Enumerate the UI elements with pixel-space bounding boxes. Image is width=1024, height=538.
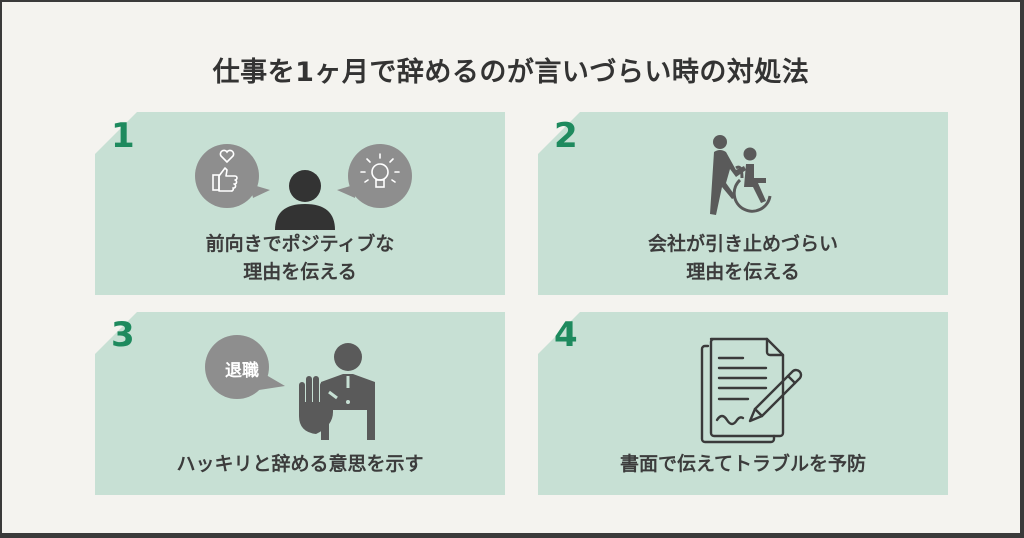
card-1-number: 1 xyxy=(111,116,135,156)
card-3-text-line1: ハッキリと辞める意思を示す xyxy=(176,453,424,475)
card-4-text-line1: 書面で伝えてトラブルを予防 xyxy=(619,453,867,475)
card-4: 書面で伝えてトラブルを予防 xyxy=(538,312,948,495)
card-3-number: 3 xyxy=(111,315,135,355)
card-2-text-line1: 会社が引き止めづらい xyxy=(647,233,838,255)
card-1-text-line1: 前向きでポジティブな xyxy=(205,233,395,255)
speech-bubble-text: 退職 xyxy=(225,361,259,381)
card-4-number: 4 xyxy=(554,315,578,355)
thumbs-up-heart-bubble-icon xyxy=(195,144,270,208)
card-2-number: 2 xyxy=(554,116,578,156)
document-with-pen-icon xyxy=(700,337,803,444)
card-3: 退職 ハッキリと辞める意思を示す xyxy=(95,312,505,495)
businessman-stop-hand-icon xyxy=(205,335,375,440)
card-1: 前向きでポジティブな 理由を伝える xyxy=(95,112,505,295)
speech-bubble-icon xyxy=(205,335,285,399)
person-icon xyxy=(275,170,335,230)
caregiver-wheelchair-icon xyxy=(710,135,772,215)
page-title: 仕事を1ヶ月で辞めるのが言いづらい時の対処法 xyxy=(212,57,810,88)
person-with-speech-bubbles-icon xyxy=(195,144,412,230)
businessman-icon xyxy=(321,343,375,440)
card-2: 会社が引き止めづらい 理由を伝える xyxy=(538,112,948,295)
card-2-text-line2: 理由を伝える xyxy=(686,261,800,283)
card-1-text-line2: 理由を伝える xyxy=(243,261,357,283)
lightbulb-bubble-icon xyxy=(337,144,412,208)
stop-hand-icon xyxy=(299,376,333,434)
